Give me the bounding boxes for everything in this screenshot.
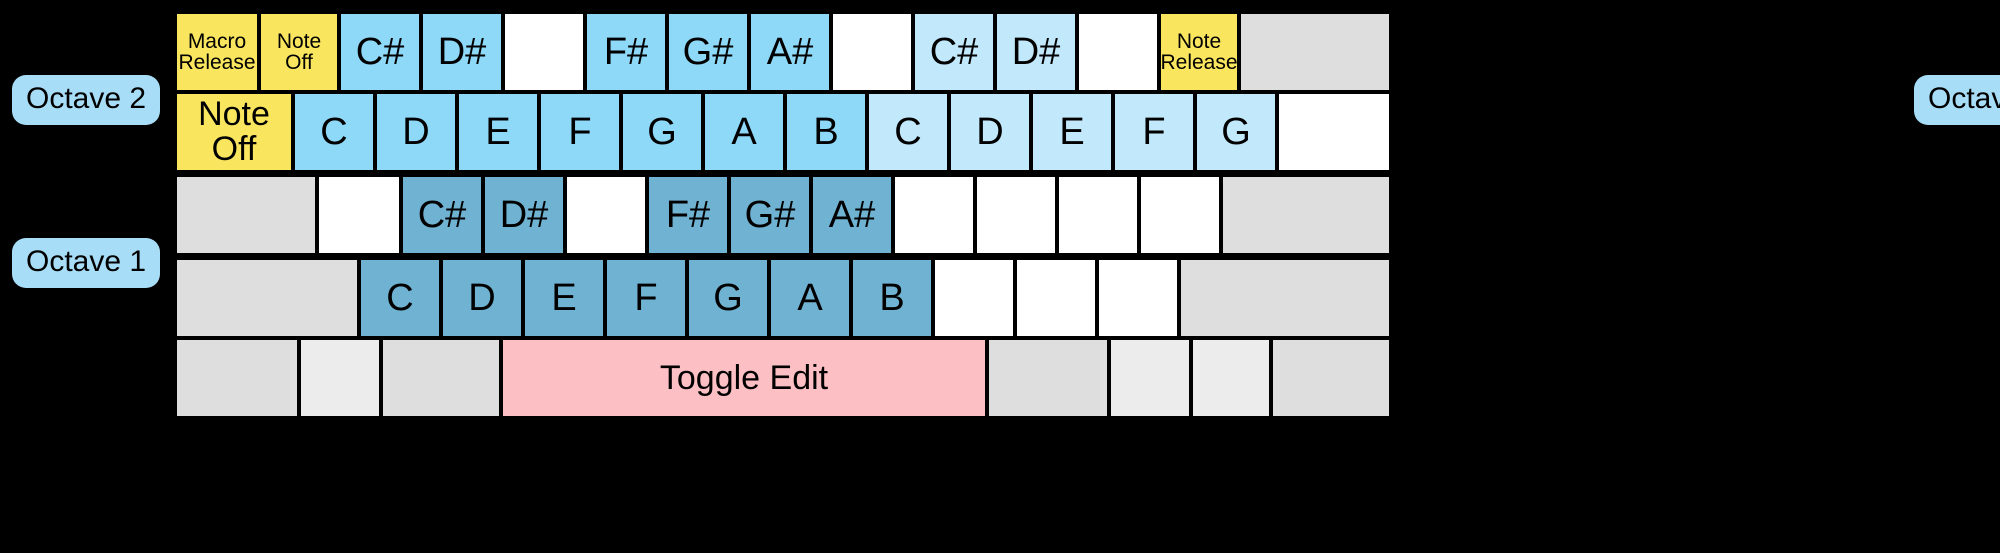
key-macro-release[interactable]: Macro Release (175, 12, 259, 92)
key-blank[interactable] (175, 338, 299, 418)
octave-3-label: Octave 3 (1914, 75, 2000, 125)
key-blank[interactable] (381, 338, 501, 418)
key-dsharp[interactable]: D# (995, 12, 1077, 92)
key-csharp[interactable]: C# (401, 175, 483, 255)
key-c[interactable]: C (293, 92, 375, 172)
octave-2-label: Octave 2 (12, 75, 161, 125)
key-blank[interactable] (1015, 258, 1097, 338)
key-f[interactable]: F (539, 92, 621, 172)
key-gsharp[interactable]: G# (729, 175, 811, 255)
key-a[interactable]: A (769, 258, 851, 338)
key-fsharp[interactable]: F# (585, 12, 667, 92)
key-b[interactable]: B (851, 258, 933, 338)
key-blank[interactable] (1191, 338, 1271, 418)
key-a[interactable]: A (703, 92, 785, 172)
key-f[interactable]: F (605, 258, 687, 338)
key-asharp[interactable]: A# (811, 175, 893, 255)
key-toggle-edit[interactable]: Toggle Edit (501, 338, 987, 418)
key-blank[interactable] (1221, 175, 1391, 255)
key-blank[interactable] (175, 258, 359, 338)
key-dsharp[interactable]: D# (483, 175, 565, 255)
key-blank[interactable] (175, 175, 317, 255)
key-f[interactable]: F (1113, 92, 1195, 172)
key-blank[interactable] (317, 175, 401, 255)
key-blank[interactable] (503, 12, 585, 92)
key-blank[interactable] (1077, 12, 1159, 92)
key-blank[interactable] (1139, 175, 1221, 255)
octave-1-label: Octave 1 (12, 238, 161, 288)
key-e[interactable]: E (523, 258, 605, 338)
key-blank[interactable] (975, 175, 1057, 255)
key-gsharp[interactable]: G# (667, 12, 749, 92)
key-d[interactable]: D (441, 258, 523, 338)
key-fsharp[interactable]: F# (647, 175, 729, 255)
key-d[interactable]: D (949, 92, 1031, 172)
key-blank[interactable] (299, 338, 381, 418)
key-csharp[interactable]: C# (913, 12, 995, 92)
key-blank[interactable] (933, 258, 1015, 338)
key-dsharp[interactable]: D# (421, 12, 503, 92)
key-note-off[interactable]: Note Off (259, 12, 339, 92)
key-blank[interactable] (893, 175, 975, 255)
key-csharp[interactable]: C# (339, 12, 421, 92)
key-g[interactable]: G (621, 92, 703, 172)
key-c[interactable]: C (867, 92, 949, 172)
key-c[interactable]: C (359, 258, 441, 338)
key-blank[interactable] (987, 338, 1109, 418)
key-b[interactable]: B (785, 92, 867, 172)
key-d[interactable]: D (375, 92, 457, 172)
key-blank[interactable] (565, 175, 647, 255)
key-asharp[interactable]: A# (749, 12, 831, 92)
key-blank[interactable] (1097, 258, 1179, 338)
key-blank[interactable] (1271, 338, 1391, 418)
key-blank[interactable] (1179, 258, 1391, 338)
key-note-off[interactable]: Note Off (175, 92, 293, 172)
key-blank[interactable] (1109, 338, 1191, 418)
key-blank[interactable] (831, 12, 913, 92)
key-g[interactable]: G (1195, 92, 1277, 172)
key-e[interactable]: E (457, 92, 539, 172)
key-g[interactable]: G (687, 258, 769, 338)
key-e[interactable]: E (1031, 92, 1113, 172)
key-blank[interactable] (1239, 12, 1391, 92)
key-blank[interactable] (1057, 175, 1139, 255)
key-note-release[interactable]: Note Release (1159, 12, 1239, 92)
key-blank[interactable] (1277, 92, 1391, 172)
